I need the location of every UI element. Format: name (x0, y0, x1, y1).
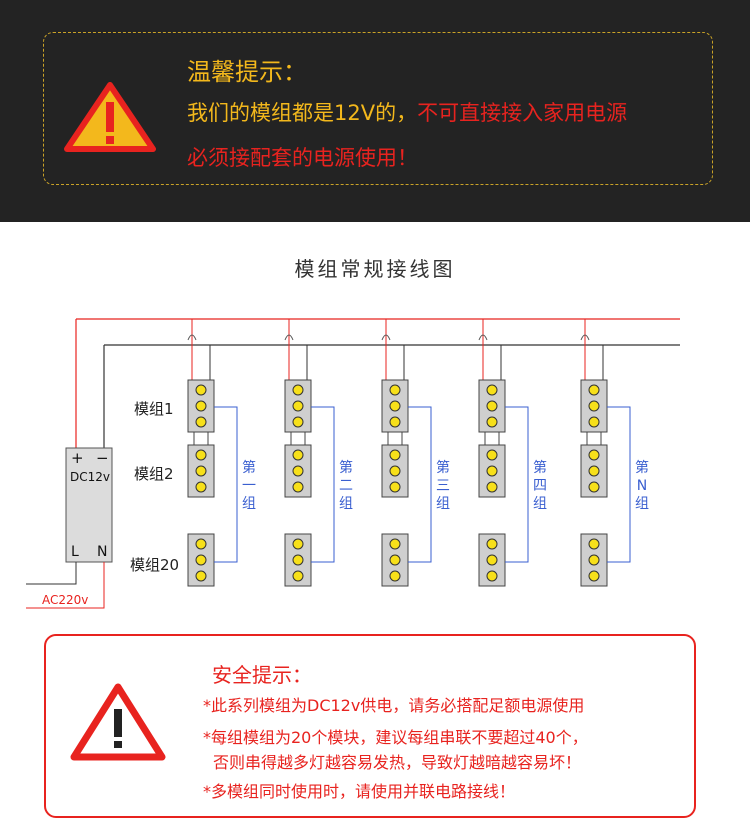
led-dot (389, 449, 401, 461)
group-bracket-wire (214, 406, 238, 563)
led-dot (588, 416, 600, 428)
led-dot (195, 384, 207, 396)
led-dot (486, 554, 498, 566)
led-dot (588, 400, 600, 412)
group-label-char: 组 (533, 496, 547, 512)
led-dot (195, 465, 207, 477)
notice-box (43, 32, 713, 185)
psu-model-label: DC12v (70, 470, 110, 484)
wire-crossover (478, 334, 488, 341)
led-dot (292, 449, 304, 461)
led-dot (389, 570, 401, 582)
led-dot (389, 538, 401, 550)
led-dot (389, 416, 401, 428)
led-dot (486, 465, 498, 477)
wire-crossover (381, 334, 391, 341)
group-label-char: 第 (635, 459, 649, 476)
group-label-char: 三 (436, 478, 450, 494)
led-dot (292, 416, 304, 428)
led-dot (292, 570, 304, 582)
wire-crossover (284, 334, 294, 341)
led-dot (292, 538, 304, 550)
diagram-title: 模组常规接线图 (294, 257, 456, 281)
led-dot (588, 449, 600, 461)
notice-line-2: 我们的模组都是12V的，不可直接接入家用电源 (187, 97, 627, 127)
warning-triangle-icon (70, 683, 166, 761)
module-row-label: 模组1 (134, 400, 174, 418)
group-label-char: 第 (242, 459, 256, 476)
led-dot (389, 384, 401, 396)
led-dot (292, 384, 304, 396)
psu-minus-label: − (96, 449, 109, 467)
notice-line-3: 必须接配套的电源使用！ (187, 146, 418, 170)
group-bracket-wire (505, 406, 529, 563)
psu-l-label: L (71, 544, 79, 560)
notice-title: 温馨提示： (187, 58, 307, 86)
led-dot (389, 465, 401, 477)
led-dot (486, 384, 498, 396)
group-label-char: 第 (339, 459, 353, 476)
notice-line-2-normal: 我们的模组都是12V的， (187, 101, 418, 125)
safety-line-3: 否则串得越多灯越容易发热，导致灯越暗越容易坏！ (213, 753, 582, 772)
module-row-label: 模组20 (130, 556, 179, 574)
wire-crossover (187, 334, 197, 341)
module-row-label: 模组2 (134, 465, 174, 483)
safety-line-2: *每组模组为20个模块，建议每组串联不要超过40个， (203, 728, 588, 747)
group-label-char: 一 (242, 478, 256, 494)
led-dot (486, 400, 498, 412)
group-label-char: 组 (242, 496, 256, 512)
led-dot (292, 400, 304, 412)
group-bracket-wire (311, 406, 335, 563)
led-dot (195, 538, 207, 550)
led-dot (486, 538, 498, 550)
led-dot (588, 554, 600, 566)
warning-triangle-icon (64, 82, 156, 152)
led-dot (588, 538, 600, 550)
led-dot (486, 570, 498, 582)
led-dot (292, 554, 304, 566)
led-dot (486, 449, 498, 461)
group-label-char: 组 (436, 496, 450, 512)
led-dot (588, 384, 600, 396)
led-dot (195, 449, 207, 461)
ac-input-label: AC220v (42, 593, 88, 607)
group-label-char: 第 (436, 459, 450, 476)
led-dot (588, 481, 600, 493)
group-label-char: 第 (533, 459, 547, 476)
led-dot (195, 416, 207, 428)
led-dot (389, 481, 401, 493)
group-label-char: 四 (533, 478, 547, 494)
led-dot (588, 465, 600, 477)
group-label-char: 组 (339, 496, 353, 512)
group-label-char: 组 (635, 496, 649, 512)
led-dot (195, 570, 207, 582)
led-dot (292, 465, 304, 477)
led-dot (195, 554, 207, 566)
ac-neutral-wire (26, 562, 105, 609)
safety-title: 安全提示： (212, 663, 312, 687)
group-label-char: 二 (339, 478, 353, 494)
led-dot (292, 481, 304, 493)
led-dot (195, 400, 207, 412)
psu-plus-label: + (71, 449, 84, 467)
wire-crossover (580, 334, 590, 341)
power-supply-box (65, 447, 113, 563)
safety-tips-box (44, 634, 696, 818)
led-dot (486, 481, 498, 493)
notice-line-2-red: 不可直接接入家用电源 (417, 101, 628, 125)
led-dot (486, 416, 498, 428)
psu-n-label: N (97, 544, 107, 560)
led-dot (389, 554, 401, 566)
led-dot (588, 570, 600, 582)
group-label-char: N (637, 478, 647, 494)
led-dot (195, 481, 207, 493)
ac-line-wire (26, 562, 77, 585)
group-bracket-wire (408, 406, 432, 563)
group-bracket-wire (607, 406, 631, 563)
safety-line-4: *多模组同时使用时，请使用并联电路接线！ (203, 782, 516, 801)
led-dot (389, 400, 401, 412)
safety-line-1: *此系列模组为DC12v供电，请务必搭配足额电源使用 (203, 696, 585, 715)
